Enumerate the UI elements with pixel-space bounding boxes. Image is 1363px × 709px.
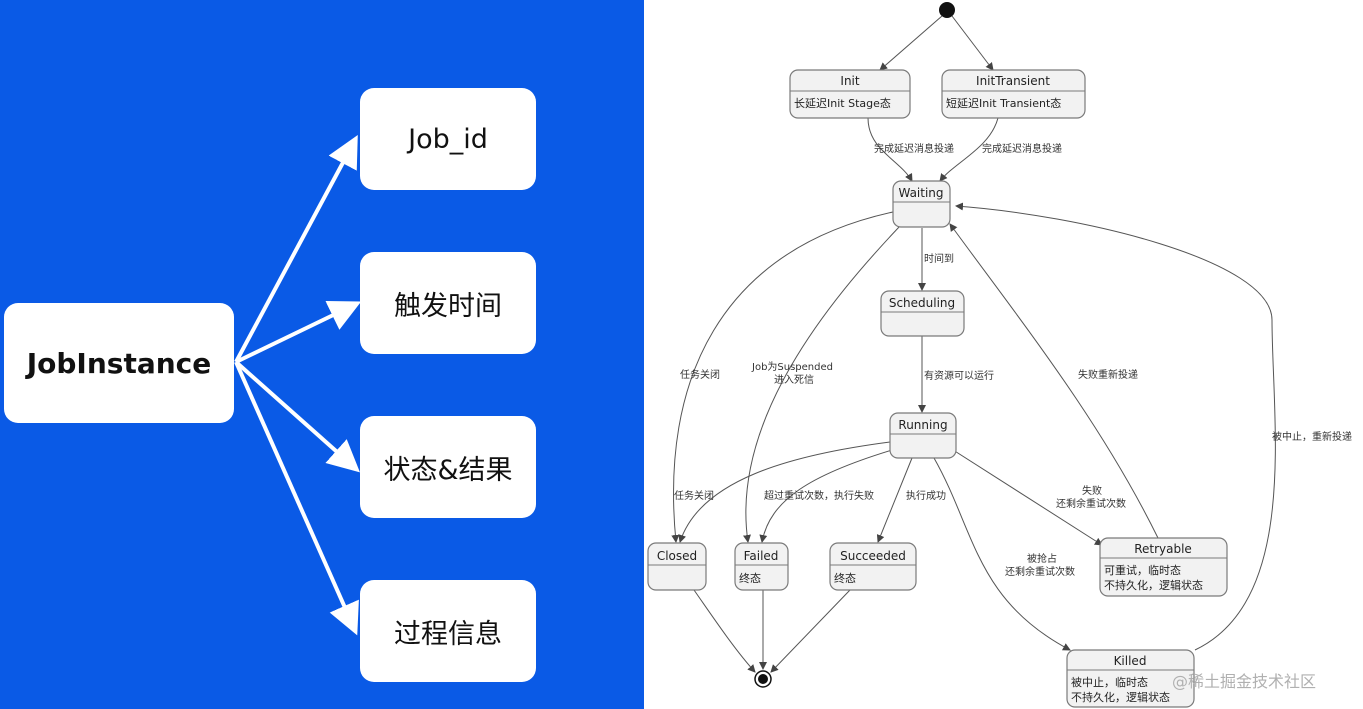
- state-scheduling-name: Scheduling: [889, 296, 955, 310]
- state-init: Init 长延迟Init Stage态: [789, 69, 911, 119]
- field-node-trigger-time: 触发时间: [360, 252, 536, 354]
- mindmap-panel: JobInstance Job_id 触发时间 状态&结果 过程信息: [0, 0, 644, 709]
- state-scheduling: Scheduling: [880, 290, 965, 337]
- state-diagram: 完成延迟消息投递 完成延迟消息投递 时间到 有资源可以运行 任务关闭 Job为S…: [647, 2, 1352, 708]
- field-node-status-result: 状态&结果: [360, 416, 536, 518]
- edge-retryable-to-waiting: [949, 223, 1159, 539]
- watermark: @稀土掘金技术社区: [1172, 672, 1317, 691]
- edge-init-transient-to-waiting: [939, 117, 999, 182]
- edge-running-to-killed: [933, 457, 1071, 651]
- label-running-to-retryable-2: 还剩余重试次数: [1056, 497, 1126, 510]
- label-init-transient-to-waiting: 完成延迟消息投递: [982, 142, 1062, 155]
- state-closed: Closed: [647, 542, 707, 591]
- root-node-jobinstance: JobInstance: [4, 303, 234, 423]
- state-running: Running: [889, 412, 957, 459]
- state-succeeded-desc-0: 终态: [834, 571, 856, 585]
- label-running-to-closed: 任务关闭: [674, 489, 714, 502]
- initial-state: [939, 2, 955, 18]
- mindmap-arrow-status-result: [234, 360, 360, 473]
- label-scheduling-to-running: 有资源可以运行: [924, 369, 994, 382]
- state-init-transient-desc-0: 短延迟Init Transient态: [946, 96, 1061, 110]
- state-closed-name: Closed: [657, 549, 697, 563]
- label-waiting-to-closed: 任务关闭: [680, 368, 720, 381]
- state-failed: Failed 终态: [734, 542, 789, 591]
- label-waiting-to-failed-1: Job为Suspended: [751, 361, 833, 373]
- edge-running-to-retryable: [949, 447, 1103, 546]
- mindmap-arrows: [234, 134, 362, 636]
- label-running-to-killed-1: 被抢占: [1027, 552, 1057, 565]
- label-running-to-killed-2: 还剩余重试次数: [1005, 565, 1075, 578]
- state-running-name: Running: [898, 418, 947, 432]
- edge-closed-to-final: [693, 589, 756, 673]
- label-init-to-waiting: 完成延迟消息投递: [874, 142, 954, 155]
- state-retryable-desc-0: 可重试，临时态: [1104, 563, 1181, 577]
- state-retryable-desc-1: 不持久化，逻辑状态: [1104, 578, 1203, 592]
- state-waiting: Waiting: [892, 180, 951, 228]
- edge-start-to-init-transient: [951, 15, 994, 71]
- edge-start-to-init: [879, 15, 943, 71]
- state-succeeded: Succeeded 终态: [829, 542, 917, 591]
- state-init-name: Init: [840, 74, 859, 88]
- label-killed-to-waiting: 被中止，重新投递: [1272, 430, 1352, 443]
- label-waiting-to-failed-2: 进入死信: [774, 374, 814, 386]
- state-init-transient-name: InitTransient: [976, 74, 1050, 88]
- label-running-to-succeeded: 执行成功: [906, 489, 946, 502]
- field-node-job-id: Job_id: [360, 88, 536, 190]
- state-killed-name: Killed: [1114, 654, 1147, 668]
- final-state: [754, 670, 772, 688]
- mindmap-arrow-trigger-time: [235, 301, 362, 364]
- edge-killed-to-waiting: [955, 202, 1276, 651]
- field-node-process-info: 过程信息: [360, 580, 536, 682]
- state-init-desc-0: 长延迟Init Stage态: [794, 97, 891, 110]
- label-retryable-to-waiting: 失败重新投递: [1078, 368, 1138, 381]
- mindmap-arrow-process-info: [234, 361, 359, 636]
- edge-waiting-to-closed: [671, 211, 894, 543]
- state-retryable: Retryable 可重试，临时态 不持久化，逻辑状态: [1099, 537, 1228, 597]
- edge-running-to-failed: [759, 449, 893, 543]
- state-killed: Killed 被中止，临时态 不持久化，逻辑状态: [1066, 649, 1195, 708]
- edge-init-to-waiting: [867, 117, 913, 182]
- edge-succeeded-to-final: [770, 589, 851, 673]
- label-waiting-to-scheduling: 时间到: [924, 252, 954, 265]
- label-running-to-retryable-1: 失败: [1082, 484, 1102, 497]
- label-running-to-failed: 超过重试次数，执行失败: [764, 489, 874, 502]
- state-waiting-name: Waiting: [898, 186, 943, 200]
- state-init-transient: InitTransient 短延迟Init Transient态: [941, 69, 1086, 119]
- state-failed-desc-0: 终态: [739, 571, 761, 585]
- mindmap-arrow-job-id: [234, 134, 358, 363]
- state-killed-desc-1: 不持久化，逻辑状态: [1071, 690, 1170, 704]
- edge-waiting-to-failed: [743, 225, 901, 543]
- edge-running-to-closed: [678, 441, 891, 543]
- state-failed-name: Failed: [744, 549, 779, 563]
- state-succeeded-name: Succeeded: [840, 549, 906, 563]
- state-retryable-name: Retryable: [1134, 542, 1192, 556]
- state-killed-desc-0: 被中止，临时态: [1071, 675, 1148, 689]
- state-diagram-panel: 完成延迟消息投递 完成延迟消息投递 时间到 有资源可以运行 任务关闭 Job为S…: [644, 0, 1363, 709]
- edge-running-to-succeeded: [876, 457, 913, 543]
